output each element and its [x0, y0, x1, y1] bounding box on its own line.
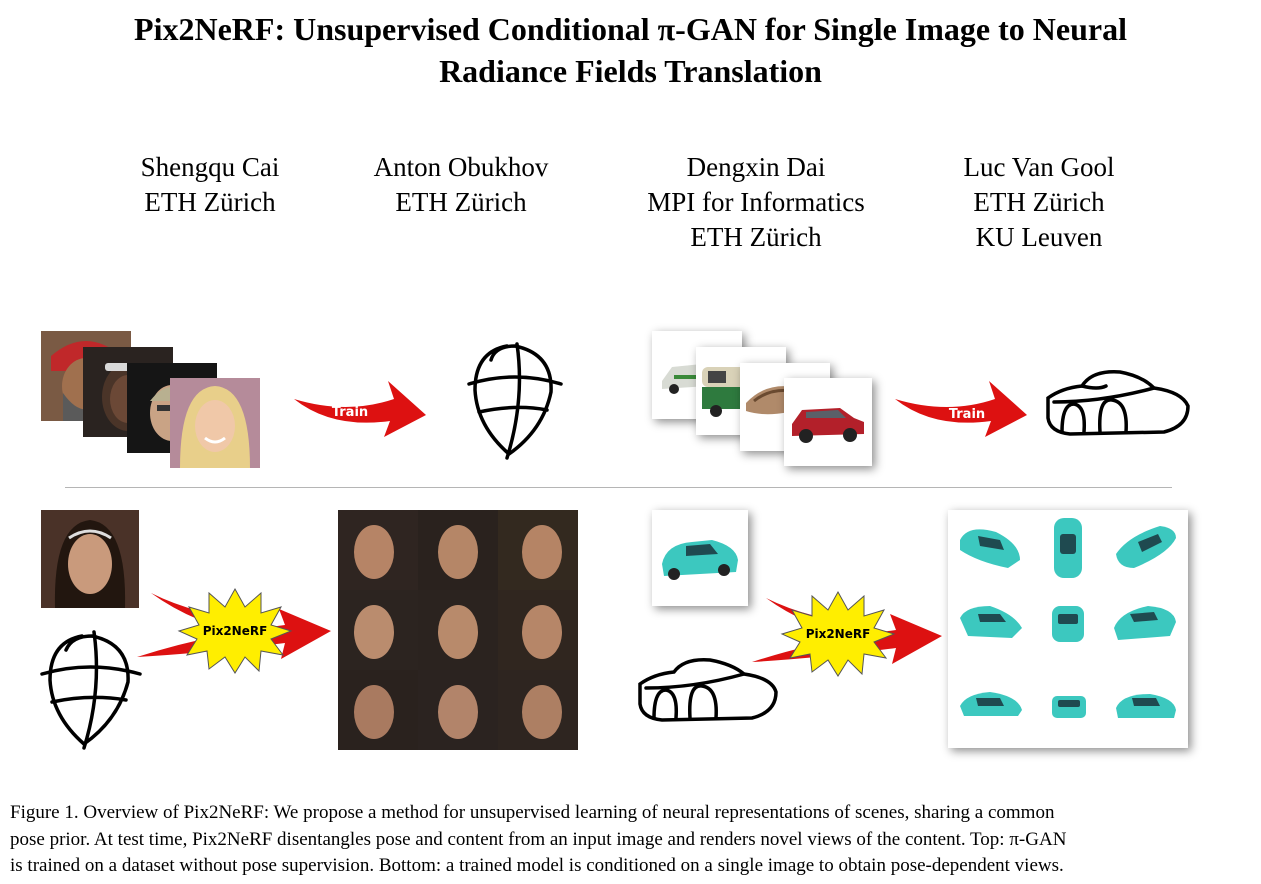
rendered-face [498, 670, 578, 750]
train-arrow-right: Train [895, 381, 1027, 437]
head-pose-sketch [467, 342, 563, 460]
author-name: Anton Obukhov [373, 152, 549, 182]
figure-caption: Figure 1. Overview of Pix2NeRF: We propo… [10, 800, 1251, 880]
author-3: Dengxin Dai MPI for Informatics ETH Züri… [606, 150, 906, 255]
train-label: Train [949, 407, 985, 422]
pix2nerf-label: Pix2NeRF [806, 627, 871, 641]
input-face-photo [41, 510, 139, 608]
pix2nerf-burst-faces: Pix2NeRF [137, 587, 331, 674]
face-photo [170, 378, 260, 468]
pix2nerf-label: Pix2NeRF [203, 624, 268, 638]
rendered-face [498, 590, 578, 670]
paper-title: Pix2NeRF: Unsupervised Conditional π-GAN… [0, 8, 1261, 92]
author-name: Luc Van Gool [963, 152, 1115, 182]
author-affiliation: ETH Zürich [973, 187, 1105, 217]
train-arrow-left: Train [294, 381, 426, 437]
rendered-face-grid [338, 510, 578, 750]
car-pose-sketch [1046, 370, 1190, 436]
rendered-car-grid [948, 510, 1188, 748]
author-affiliation: KU Leuven [975, 222, 1103, 252]
rendered-face [498, 510, 578, 590]
rendered-face [418, 670, 498, 750]
author-affiliation: ETH Zürich [144, 187, 276, 217]
car-sample-image [784, 378, 872, 466]
pix2nerf-burst-cars: Pix2NeRF [752, 590, 942, 677]
author-affiliation: ETH Zürich [690, 222, 822, 252]
caption-line: is trained on a dataset without pose sup… [10, 855, 1064, 876]
caption-line: pose prior. At test time, Pix2NeRF disen… [10, 828, 1067, 850]
rendered-car-view [1114, 606, 1176, 640]
input-car-image [652, 510, 748, 606]
author-2: Anton Obukhov ETH Zürich [311, 150, 611, 220]
author-affiliation: ETH Zürich [395, 187, 527, 217]
rendered-face [338, 670, 418, 750]
rendered-face [418, 510, 498, 590]
author-name: Shengqu Cai [140, 152, 280, 182]
title-line-2: Radiance Fields Translation [439, 53, 822, 89]
rendered-face [338, 590, 418, 670]
figure-divider [65, 487, 1172, 488]
author-affiliation: MPI for Informatics [647, 187, 865, 217]
train-label: Train [332, 405, 368, 420]
car-pose-sketch [638, 658, 778, 722]
rendered-face [338, 510, 418, 590]
caption-line: Figure 1. Overview of Pix2NeRF: We propo… [10, 802, 1055, 823]
title-line-1: Pix2NeRF: Unsupervised Conditional π-GAN… [134, 11, 1127, 47]
head-pose-sketch [40, 630, 142, 750]
author-1: Shengqu Cai ETH Zürich [60, 150, 360, 220]
author-name: Dengxin Dai [686, 152, 826, 182]
rendered-car-view [960, 529, 1020, 568]
author-4: Luc Van Gool ETH Zürich KU Leuven [889, 150, 1189, 255]
rendered-face [418, 590, 498, 670]
